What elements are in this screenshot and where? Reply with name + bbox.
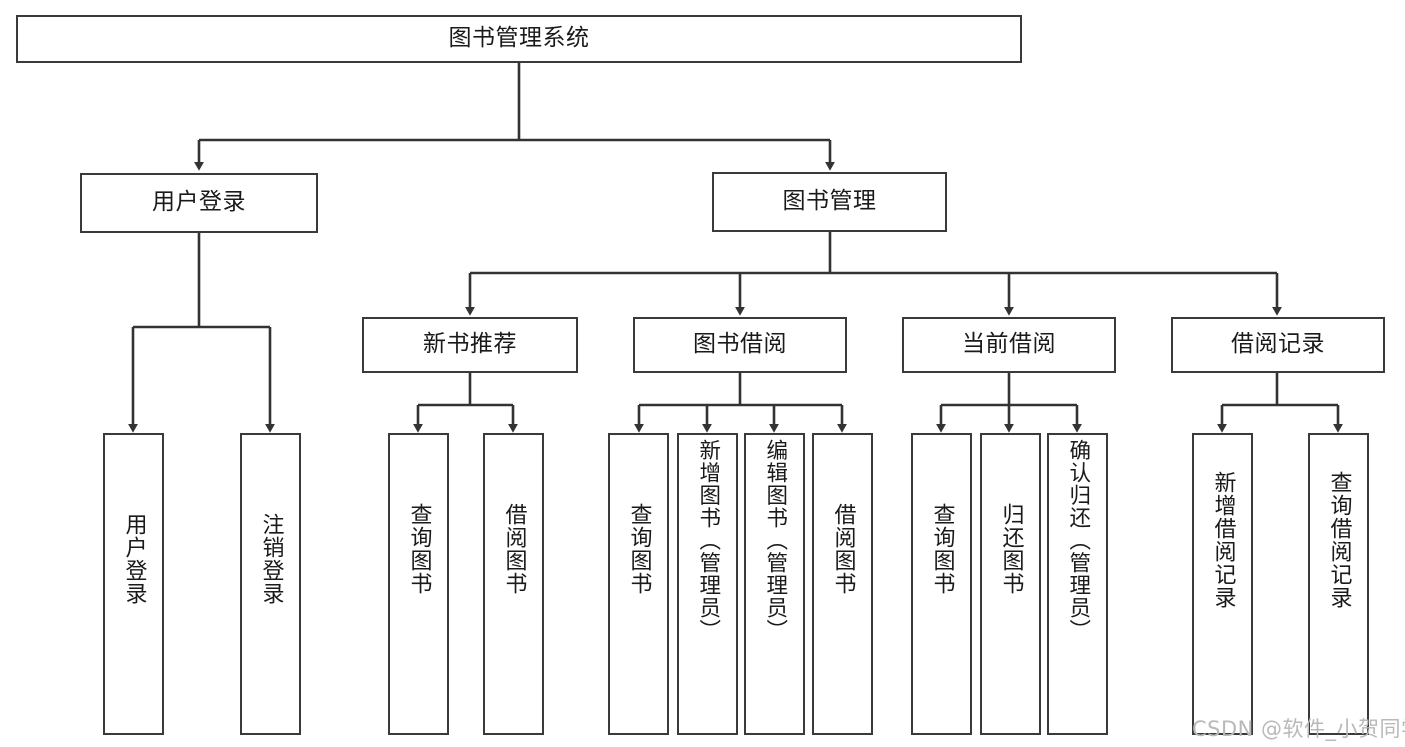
csdn-watermark: CSDN @软件_小贺同学 [1192, 717, 1405, 741]
node-label: 确认归还（管理员） [1065, 439, 1091, 642]
node-label: 借阅记录 [1231, 331, 1325, 358]
node-label: 新增图书（管理员） [695, 439, 721, 642]
node-user-login[interactable]: 用户登录 [80, 173, 318, 233]
leaf-confirm-return-admin[interactable]: 确认归还（管理员） [1047, 433, 1108, 735]
leaf-user-login[interactable]: 用户登录 [103, 433, 164, 735]
node-label: 新书推荐 [423, 331, 517, 358]
node-label: 编辑图书（管理员） [762, 439, 788, 642]
node-label: 查询图书 [406, 503, 432, 595]
node-label: 借阅图书 [830, 503, 856, 595]
leaf-add-book-admin[interactable]: 新增图书（管理员） [677, 433, 738, 735]
leaf-query-books-current[interactable]: 查询图书 [911, 433, 972, 735]
node-new-book-recommendation[interactable]: 新书推荐 [362, 317, 578, 373]
node-label: 归还图书 [998, 503, 1024, 595]
node-label: 查询借阅记录 [1326, 471, 1352, 609]
node-label: 借阅图书 [501, 503, 527, 595]
node-label: 用户登录 [121, 513, 147, 605]
node-label: 新增借阅记录 [1210, 471, 1236, 609]
leaf-query-books-borrow[interactable]: 查询图书 [608, 433, 669, 735]
leaf-add-borrow-record[interactable]: 新增借阅记录 [1192, 433, 1253, 735]
node-borrowing-records[interactable]: 借阅记录 [1171, 317, 1385, 373]
node-label: 当前借阅 [962, 331, 1056, 358]
node-label: 注销登录 [258, 513, 284, 605]
leaf-edit-book-admin[interactable]: 编辑图书（管理员） [744, 433, 805, 735]
node-label: 图书管理系统 [448, 25, 590, 52]
node-book-borrowing[interactable]: 图书借阅 [633, 317, 847, 373]
node-label: 图书借阅 [693, 331, 787, 358]
leaf-borrow-books-new[interactable]: 借阅图书 [483, 433, 544, 735]
leaf-query-borrow-record[interactable]: 查询借阅记录 [1308, 433, 1369, 735]
node-label: 查询图书 [929, 503, 955, 595]
node-root-book-management-system[interactable]: 图书管理系统 [16, 15, 1022, 63]
leaf-query-books-new[interactable]: 查询图书 [388, 433, 449, 735]
leaf-logout[interactable]: 注销登录 [240, 433, 301, 735]
node-label: 图书管理 [782, 188, 877, 215]
node-label: 用户登录 [152, 189, 246, 216]
leaf-return-books[interactable]: 归还图书 [980, 433, 1041, 735]
node-current-borrowing[interactable]: 当前借阅 [902, 317, 1116, 373]
node-label: 查询图书 [626, 503, 652, 595]
node-book-management[interactable]: 图书管理 [712, 172, 947, 232]
leaf-borrow-books-borrow[interactable]: 借阅图书 [812, 433, 873, 735]
